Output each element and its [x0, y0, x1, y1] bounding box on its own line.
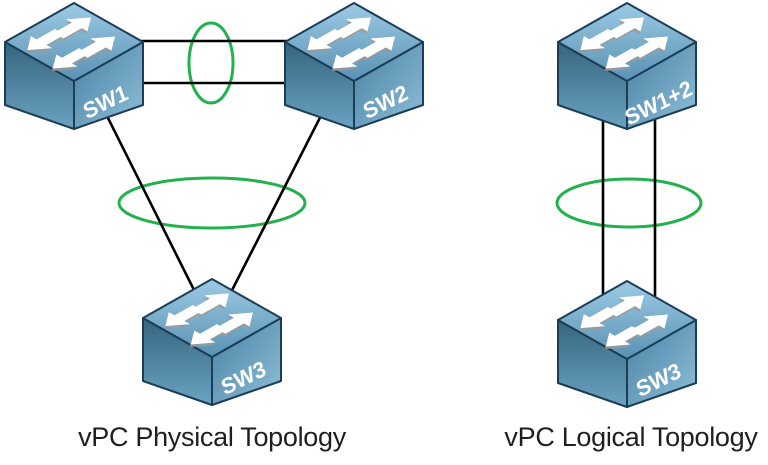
link-sw1-sw3: [96, 97, 202, 303]
switch-sw2: SW2: [284, 2, 424, 130]
switch-sw3-logical: SW3: [557, 280, 697, 408]
logical-port-channel-ellipse: [555, 177, 703, 229]
switch-sw3-physical: SW3: [142, 278, 282, 406]
switch-icon: [557, 280, 697, 408]
vpc-port-channel-ellipse: [117, 176, 307, 230]
switch-icon: [4, 2, 144, 130]
caption-physical-topology: vPC Physical Topology: [78, 422, 346, 452]
switch-sw1: SW1: [4, 2, 144, 130]
switch-icon: [284, 2, 424, 130]
link-sw2-sw3: [224, 97, 332, 303]
peer-link-port-channel-ellipse: [187, 21, 235, 105]
switch-icon: [142, 278, 282, 406]
switch-sw1-plus-2: SW1+2: [557, 2, 697, 131]
caption-logical-topology: vPC Logical Topology: [504, 422, 758, 452]
